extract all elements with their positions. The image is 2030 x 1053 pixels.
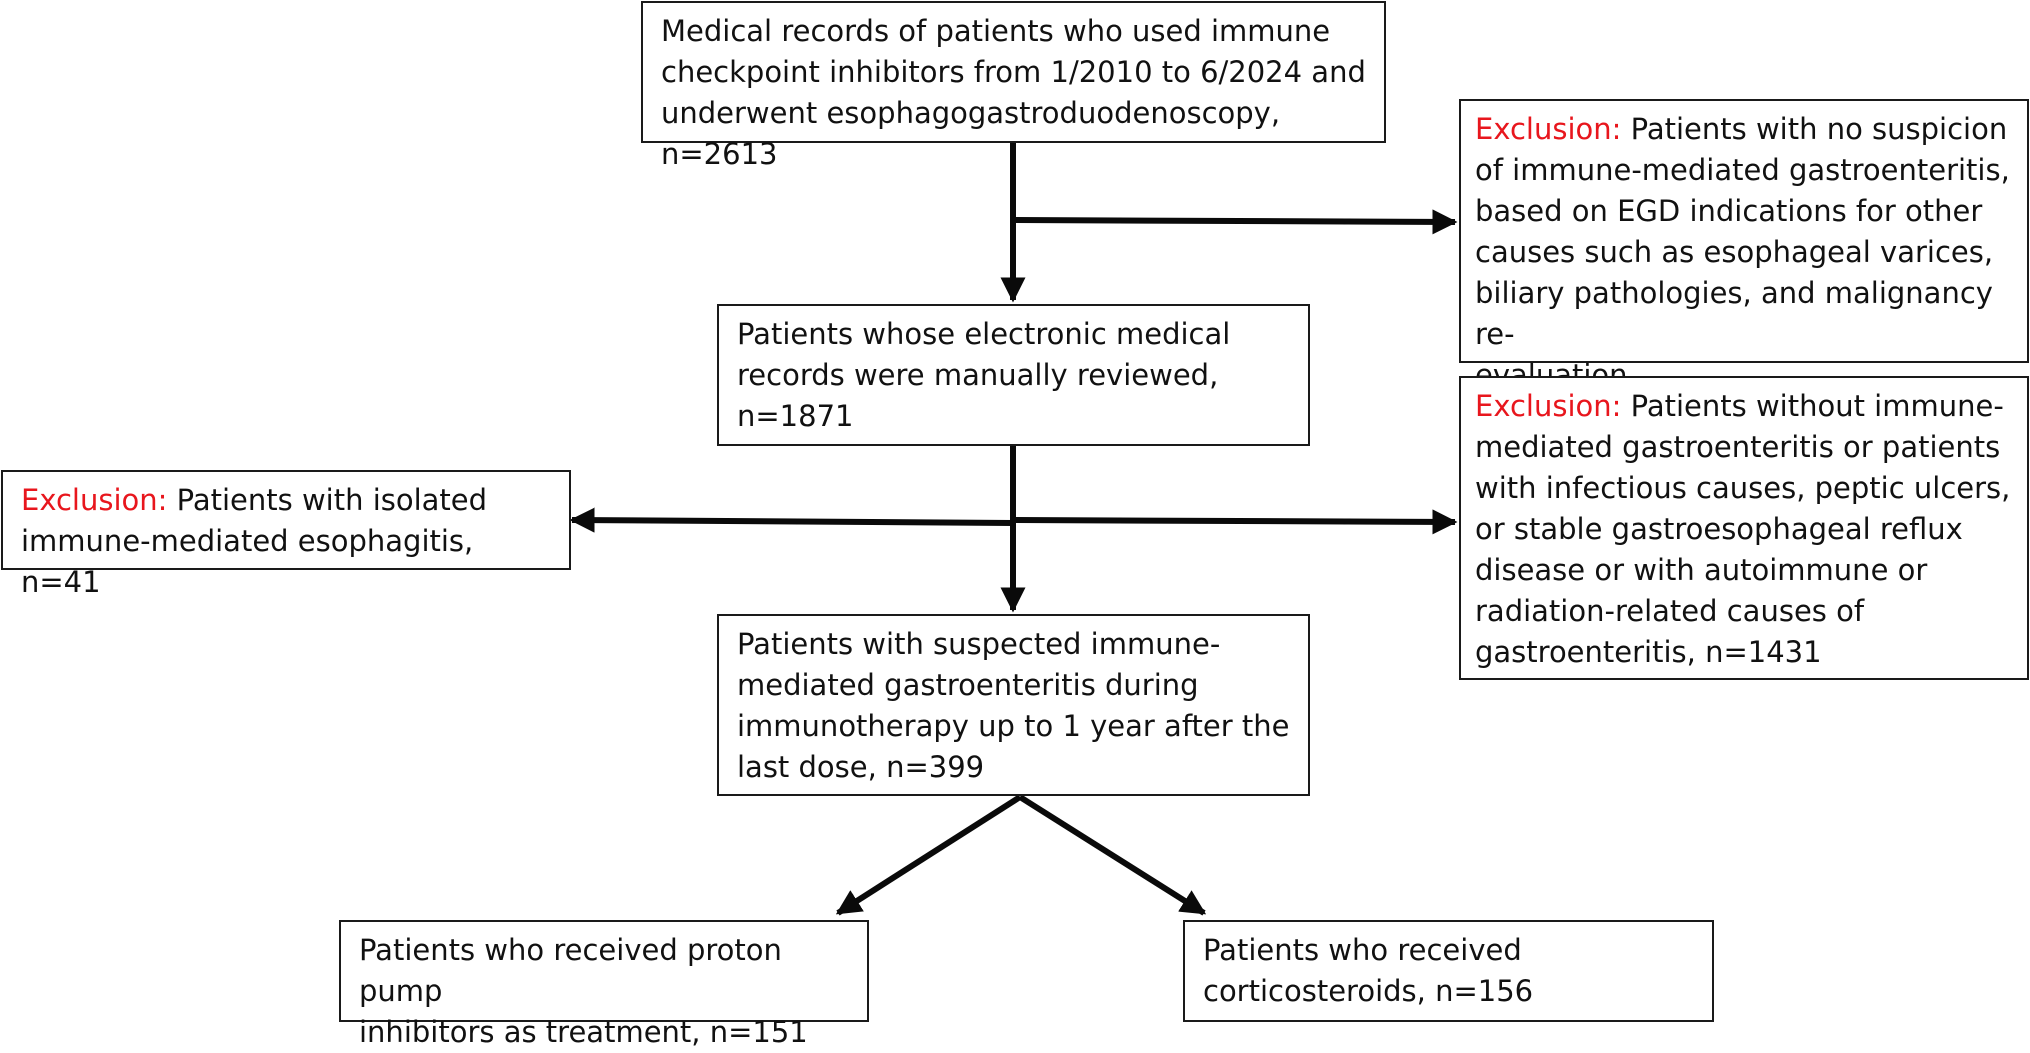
exclusion1-content: Exclusion: Patients with no suspicion of… [1475,109,2013,396]
exclusion1-label: Exclusion: [1475,112,1622,146]
suspected-box: Patients with suspected immune- mediated… [717,614,1310,796]
exclusion1-box: Exclusion: Patients with no suspicion of… [1459,99,2029,392]
start-text: Medical records of patients who used imm… [661,14,1366,171]
reviewed-box: Patients whose electronic medical record… [717,304,1310,446]
arrow-to-exclusion3 [569,507,1014,533]
suspected-text: Patients with suspected immune- mediated… [737,627,1290,784]
exclusion3-box: Exclusion: Patients with isolated immune… [1,470,571,599]
ppi-text: Patients who received proton pump inhibi… [359,933,808,1049]
exclusion3-label: Exclusion: [21,483,168,517]
arrow-to-ppi [835,794,1022,916]
ppi-box: Patients who received proton pump inhibi… [339,920,869,1049]
exclusion2-box: Exclusion: Patients without immune- medi… [1459,376,2029,680]
exclusion3-text: Patients with isolated immune-mediated e… [21,483,488,599]
exclusion2-label: Exclusion: [1475,389,1622,423]
steroids-text: Patients who received corticosteroids, n… [1203,933,1534,1008]
exclusion2-text: Patients without immune- mediated gastro… [1475,389,2011,669]
connector-layer [569,143,1458,916]
arrow-to-steroids [1018,794,1207,916]
arrow-to-exclusion2 [1012,509,1458,535]
arrow-to-exclusion1 [1012,209,1458,235]
reviewed-text: Patients whose electronic medical record… [737,317,1231,433]
start-box: Medical records of patients who used imm… [641,1,1386,171]
exclusion2-content: Exclusion: Patients without immune- medi… [1475,386,2013,673]
exclusion1-text: Patients with no suspicion of immune-med… [1475,112,2010,392]
steroids-box: Patients who received corticosteroids, n… [1183,920,1714,1022]
exclusion3-content: Exclusion: Patients with isolated immune… [21,480,551,603]
